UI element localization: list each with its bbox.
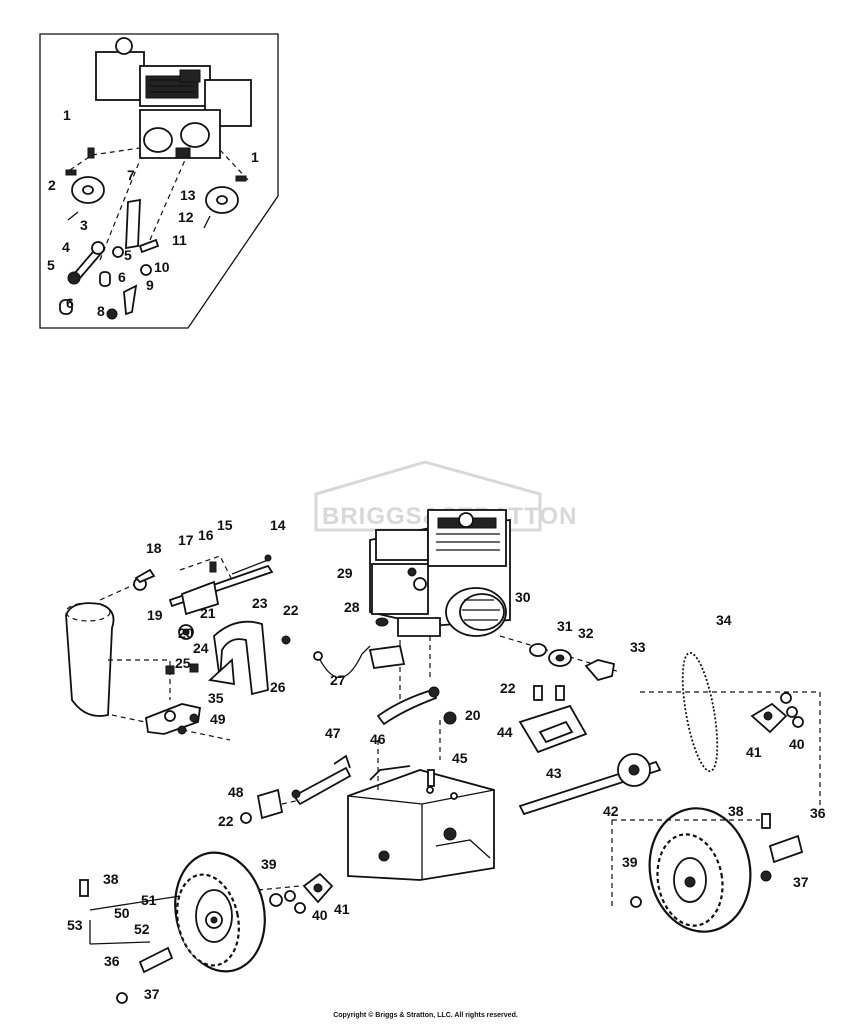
main-callout-37: 37	[793, 874, 809, 890]
belt	[681, 651, 719, 773]
main-callout-43: 43	[546, 765, 562, 781]
inset-callout-5: 5	[47, 257, 55, 273]
inset-callout-9: 9	[146, 277, 154, 293]
main-callout-49: 49	[210, 711, 226, 727]
main-callout-36: 36	[104, 953, 120, 969]
inset-pin	[67, 211, 79, 221]
main-callout-19: 19	[147, 607, 163, 623]
inset-callout-7: 7	[127, 167, 135, 183]
inset-bolt	[87, 147, 95, 159]
inset-callout-3: 3	[80, 217, 88, 233]
inset-pulley-left	[71, 176, 105, 204]
main-callout-45: 45	[452, 750, 468, 766]
main-callout-23: 23	[252, 595, 268, 611]
inset-bolt	[65, 169, 77, 176]
main-callout-30: 30	[515, 589, 531, 605]
clutch-rod	[376, 688, 438, 726]
main-callout-52: 52	[134, 921, 150, 937]
main-callout-14: 14	[270, 517, 286, 533]
main-callout-26: 26	[270, 679, 286, 695]
engine	[369, 509, 511, 637]
main-callout-40: 40	[312, 907, 328, 923]
main-callout-42: 42	[603, 803, 619, 819]
inset-callout-10: 10	[154, 259, 170, 275]
main-callout-44: 44	[497, 724, 513, 740]
main-callout-46: 46	[370, 731, 386, 747]
main-callout-20: 20	[465, 707, 481, 723]
main-callout-38: 38	[103, 871, 119, 887]
main-callout-51: 51	[141, 892, 157, 908]
belt-guard	[213, 620, 269, 696]
main-callout-18: 18	[146, 540, 162, 556]
main-callout-48: 48	[228, 784, 244, 800]
cable	[317, 645, 371, 679]
inset-callout-2: 2	[48, 177, 56, 193]
main-callout-27: 27	[330, 672, 346, 688]
main-callout-22: 22	[283, 602, 299, 618]
main-callout-36: 36	[810, 805, 826, 821]
main-callout-32: 32	[578, 625, 594, 641]
bracket	[292, 766, 352, 806]
main-callout-29: 29	[337, 565, 353, 581]
starter-switch	[368, 644, 406, 670]
inset-callout-13: 13	[180, 187, 196, 203]
main-callout-22: 22	[500, 680, 516, 696]
inset-callout-6: 6	[118, 269, 126, 285]
main-callout-15: 15	[217, 517, 233, 533]
main-callout-33: 33	[630, 639, 646, 655]
inset-bracket	[125, 198, 141, 250]
inset-callout-8: 8	[97, 303, 105, 319]
inset-callout-1: 1	[63, 107, 71, 123]
inset-callout-6: 6	[66, 295, 74, 311]
main-callout-21: 21	[200, 605, 216, 621]
main-callout-37: 37	[144, 986, 160, 1002]
main-callout-53: 53	[67, 917, 83, 933]
inset-pulley-right	[205, 186, 239, 214]
inset-callout-11: 11	[172, 232, 187, 248]
inset-callout-4: 4	[62, 239, 70, 255]
copyright-notice: Copyright © Briggs & Stratton, LLC. All …	[333, 1012, 518, 1019]
axle-pin-right	[768, 834, 804, 864]
main-callout-28: 28	[344, 599, 360, 615]
main-callout-31: 31	[557, 618, 573, 634]
shift-linkage	[133, 554, 274, 640]
inset-callout-12: 12	[178, 209, 194, 225]
inset-pin	[203, 215, 211, 229]
main-callout-35: 35	[208, 690, 224, 706]
main-callout-41: 41	[746, 744, 762, 760]
main-callout-25: 25	[175, 655, 191, 671]
main-callout-22: 22	[218, 813, 234, 829]
main-callout-41: 41	[334, 901, 350, 917]
main-callout-50: 50	[114, 905, 130, 921]
wheel-right	[648, 807, 752, 933]
inset-callout-1: 1	[251, 149, 259, 165]
main-callout-40: 40	[789, 736, 805, 752]
transmission-housing	[347, 765, 495, 881]
main-callout-39: 39	[622, 854, 638, 870]
wheel-left	[174, 851, 266, 973]
main-callout-47: 47	[325, 725, 341, 741]
main-callout-38: 38	[728, 803, 744, 819]
main-callout-16: 16	[198, 527, 214, 543]
pivot-block	[256, 788, 284, 820]
key	[584, 659, 616, 682]
main-callout-39: 39	[261, 856, 277, 872]
inset-panel	[39, 33, 279, 329]
auger-housing	[65, 581, 231, 741]
inset-engine	[95, 37, 252, 159]
main-callout-20: 20	[178, 625, 194, 641]
inset-bolt	[235, 175, 247, 182]
inset-callout-5: 5	[124, 247, 132, 263]
main-callout-34: 34	[716, 612, 732, 628]
main-callout-17: 17	[178, 532, 194, 548]
main-callout-24: 24	[193, 640, 209, 656]
